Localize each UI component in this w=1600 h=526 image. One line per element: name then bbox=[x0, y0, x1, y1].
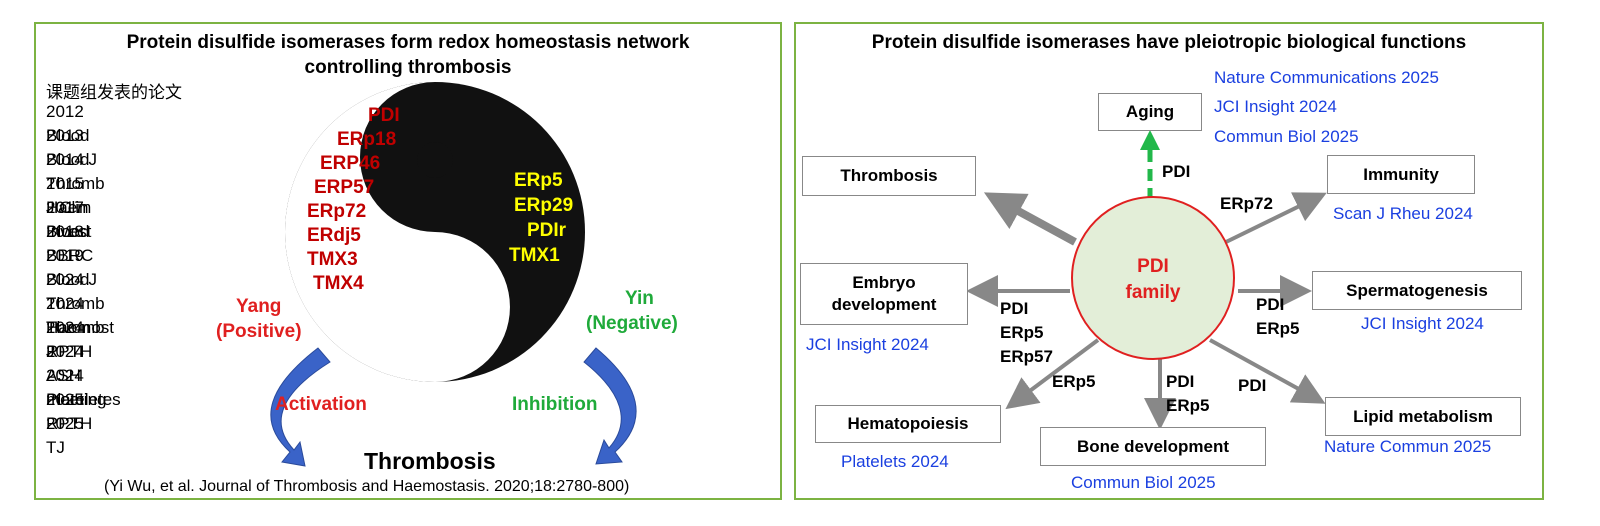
citation: (Yi Wu, et al. Journal of Thrombosis and… bbox=[104, 478, 630, 495]
aging-ref-1: Nature Communications 2025 bbox=[1214, 68, 1439, 87]
yin-protein-label: TMX1 bbox=[509, 245, 560, 266]
yang-protein-label: PDI bbox=[368, 105, 400, 126]
bone-arrow-label-2: ERp5 bbox=[1166, 396, 1210, 415]
spermatogenesis-arrow-label-1: PDI bbox=[1256, 295, 1285, 314]
aging-box: Aging bbox=[1098, 93, 1202, 131]
yin-yang-symbol bbox=[285, 82, 585, 382]
lipid-ref: Nature Commun 2025 bbox=[1324, 437, 1492, 456]
thrombosis-label: Thrombosis bbox=[364, 448, 496, 474]
embryo-box: Embryo development bbox=[800, 263, 968, 325]
publication-item: 2025 RPTH bbox=[46, 390, 93, 433]
yang-protein-label: ERP57 bbox=[314, 177, 375, 198]
publication-header: 课题组发表的论文 bbox=[46, 83, 182, 103]
center-label-family: family bbox=[1125, 282, 1181, 303]
hematopoiesis-ref: Platelets 2024 bbox=[841, 452, 949, 471]
yang-protein-label: ERP46 bbox=[320, 153, 381, 174]
hematopoiesis-box: Hematopoiesis bbox=[815, 405, 1001, 443]
center-label-pdi: PDI bbox=[1137, 256, 1169, 277]
publication-item: 2024 RPTH bbox=[46, 318, 93, 361]
embryo-arrow-label-3: ERp57 bbox=[1000, 347, 1053, 366]
activation-label: Activation bbox=[275, 394, 367, 415]
yang-protein-label: ERp72 bbox=[307, 201, 367, 222]
immunity-arrow-label: ERp72 bbox=[1220, 194, 1273, 213]
publication-item: 2024 Thromb J bbox=[46, 294, 105, 361]
publication-item: 2024 J Thromb Haemost bbox=[46, 270, 115, 337]
aging-ref-2: JCI Insight 2024 bbox=[1214, 97, 1337, 116]
left-title-line2: controlling thrombosis bbox=[304, 57, 512, 78]
aging-arrow-label: PDI bbox=[1162, 162, 1191, 181]
lipid-metabolism-box: Lipid metabolism bbox=[1325, 397, 1521, 436]
embryo-arrow-label-1: PDI bbox=[1000, 299, 1029, 318]
pdi-family-circle bbox=[1071, 196, 1235, 360]
yang-protein-label: TMX4 bbox=[313, 273, 364, 294]
yang-protein-label: TMX3 bbox=[307, 249, 358, 270]
immunity-ref: Scan J Rheu 2024 bbox=[1333, 204, 1473, 223]
embryo-label-1: Embryo bbox=[852, 273, 916, 292]
yang-positive-label: (Positive) bbox=[216, 321, 302, 342]
publication-item: 2019 Blood bbox=[46, 246, 90, 289]
right-title: Protein disulfide isomerases have pleiot… bbox=[871, 32, 1467, 53]
thrombosis-box: Thrombosis bbox=[802, 156, 976, 196]
publication-item: 2024 ASH meeting bbox=[46, 342, 107, 409]
immunity-box: Immunity bbox=[1327, 155, 1475, 194]
publication-item: 2025 TJ bbox=[46, 414, 84, 457]
publication-item: 2012 Blood bbox=[46, 102, 90, 145]
yin-negative-label: (Negative) bbox=[586, 313, 678, 334]
lipid-arrow-label: PDI bbox=[1238, 376, 1267, 395]
publication-item: 2024 Plateletes bbox=[46, 366, 121, 409]
lipid-arrow bbox=[1209, 338, 1326, 404]
bone-arrow-label-1: PDI bbox=[1166, 372, 1195, 391]
spermatogenesis-box: Spermatogenesis bbox=[1312, 271, 1522, 310]
thrombosis-arrow bbox=[983, 192, 1077, 246]
embryo-ref: JCI Insight 2024 bbox=[806, 335, 929, 354]
publication-item: 2014 J Thromb Haem bbox=[46, 150, 105, 217]
spermatogenesis-arrow-label-2: ERp5 bbox=[1256, 319, 1300, 338]
hematopoiesis-arrow-label: ERp5 bbox=[1052, 372, 1096, 391]
aging-ref-3: Commun Biol 2025 bbox=[1214, 127, 1359, 146]
activation-arrow-icon bbox=[270, 347, 331, 467]
spermatogenesis-ref: JCI Insight 2024 bbox=[1361, 314, 1484, 333]
embryo-arrow-label-2: ERp5 bbox=[1000, 323, 1044, 342]
embryo-label-2: development bbox=[831, 295, 937, 314]
yang-label: Yang bbox=[236, 296, 282, 317]
yang-protein-label: ERdj5 bbox=[307, 225, 361, 246]
bone-ref: Commun Biol 2025 bbox=[1071, 473, 1216, 492]
yin-protein-label: PDIr bbox=[527, 220, 567, 241]
yin-protein-label: ERp5 bbox=[514, 170, 563, 191]
inhibition-arrow-icon bbox=[583, 347, 637, 465]
publication-item: 2015 J Clin Invest bbox=[46, 174, 92, 241]
publication-item: 2013 Blood bbox=[46, 126, 90, 169]
bone-development-box: Bone development bbox=[1040, 427, 1266, 466]
immunity-arrow bbox=[1225, 192, 1327, 244]
black-dot-icon bbox=[417, 142, 453, 178]
yang-protein-label: ERp18 bbox=[337, 129, 397, 150]
white-dot-icon bbox=[417, 282, 453, 318]
inhibition-label: Inhibition bbox=[512, 394, 598, 415]
publication-item: 2018 BBRC bbox=[46, 222, 94, 265]
hematopoiesis-arrow bbox=[1005, 338, 1100, 410]
publication-item: 2017 Blood bbox=[46, 198, 90, 241]
yin-label: Yin bbox=[625, 288, 654, 309]
yin-protein-label: ERp29 bbox=[514, 195, 574, 216]
left-title-line1: Protein disulfide isomerases form redox … bbox=[126, 32, 690, 53]
